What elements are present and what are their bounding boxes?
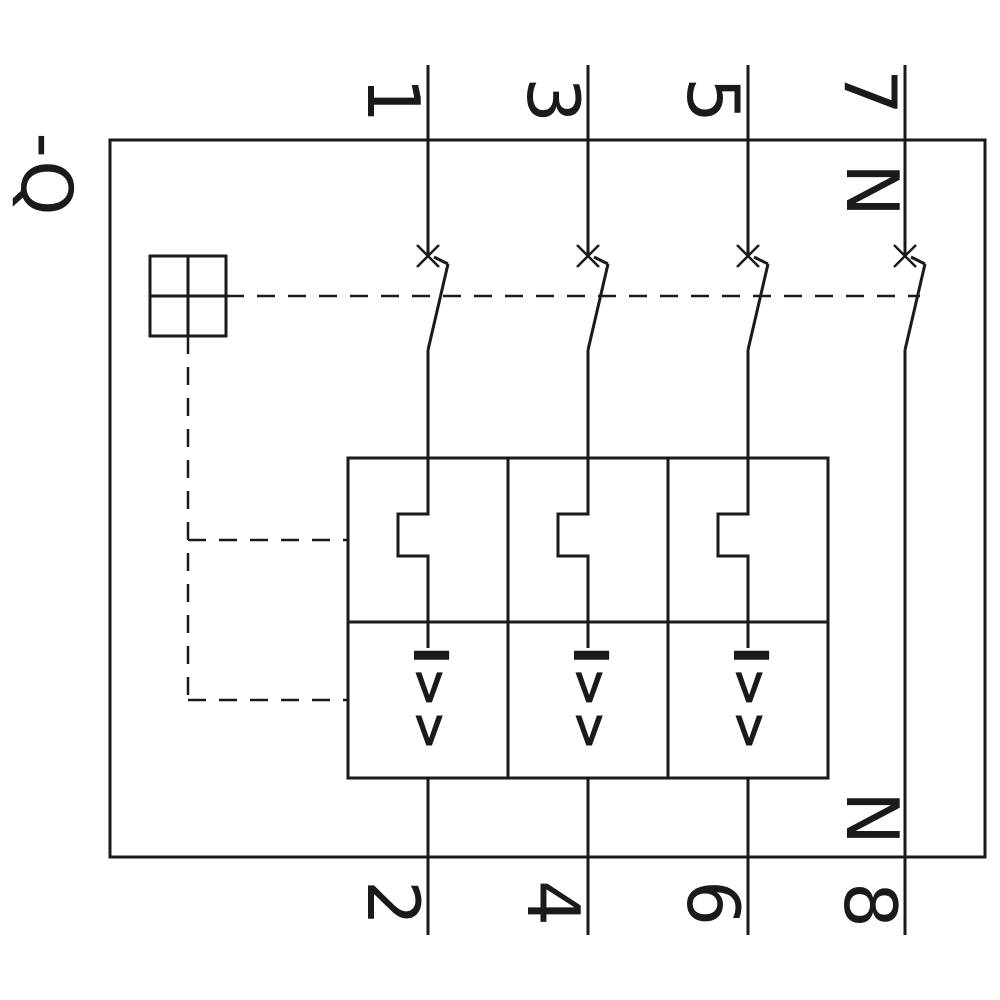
terminal-label-5: 5 xyxy=(671,77,755,123)
pole-1 xyxy=(416,65,450,935)
terminal-label-6: 6 xyxy=(671,880,755,926)
breaker-blade xyxy=(426,263,450,351)
magnetic-trip-label-1: I>> xyxy=(402,646,458,754)
terminal-label-1: 1 xyxy=(351,77,435,123)
breaker-blade xyxy=(903,263,927,351)
thermal-trip-symbol-1 xyxy=(396,458,430,622)
terminal-label-4: 4 xyxy=(511,880,595,926)
pole-neutral xyxy=(893,65,927,935)
terminal-label-8: 8 xyxy=(828,882,912,928)
terminal-label-3: 3 xyxy=(511,77,595,123)
magnetic-trip-label-2: I>> xyxy=(562,646,618,754)
terminal-label-2: 2 xyxy=(351,880,435,926)
contact-cross-icon xyxy=(736,244,760,268)
neutral-label-top: N xyxy=(830,163,914,217)
magnetic-trip-label-3: I>> xyxy=(722,646,778,754)
actuator-symbol xyxy=(148,254,228,338)
thermal-trip-symbol-3 xyxy=(716,458,750,622)
breaker-blade xyxy=(746,263,770,351)
contact-cross-icon xyxy=(576,244,600,268)
pole-3 xyxy=(736,65,770,935)
device-designation-label: -Q xyxy=(5,132,87,216)
pole-2 xyxy=(576,65,610,935)
breaker-blade-tick xyxy=(910,255,926,266)
contact-cross-icon xyxy=(416,244,440,268)
breaker-blade-tick xyxy=(433,255,449,266)
enclosure-outline xyxy=(108,138,987,859)
breaker-blade xyxy=(586,263,610,351)
neutral-label-bottom: N xyxy=(830,791,914,845)
thermal-trip-symbols xyxy=(396,458,750,622)
breaker-blade-tick xyxy=(753,255,769,266)
breaker-blade-tick xyxy=(593,255,609,266)
terminal-label-7: 7 xyxy=(828,69,912,115)
contact-cross-icon xyxy=(893,244,917,268)
thermal-trip-symbol-2 xyxy=(556,458,590,622)
mechanical-link-dashed xyxy=(186,294,920,702)
device-boundary xyxy=(108,138,987,859)
